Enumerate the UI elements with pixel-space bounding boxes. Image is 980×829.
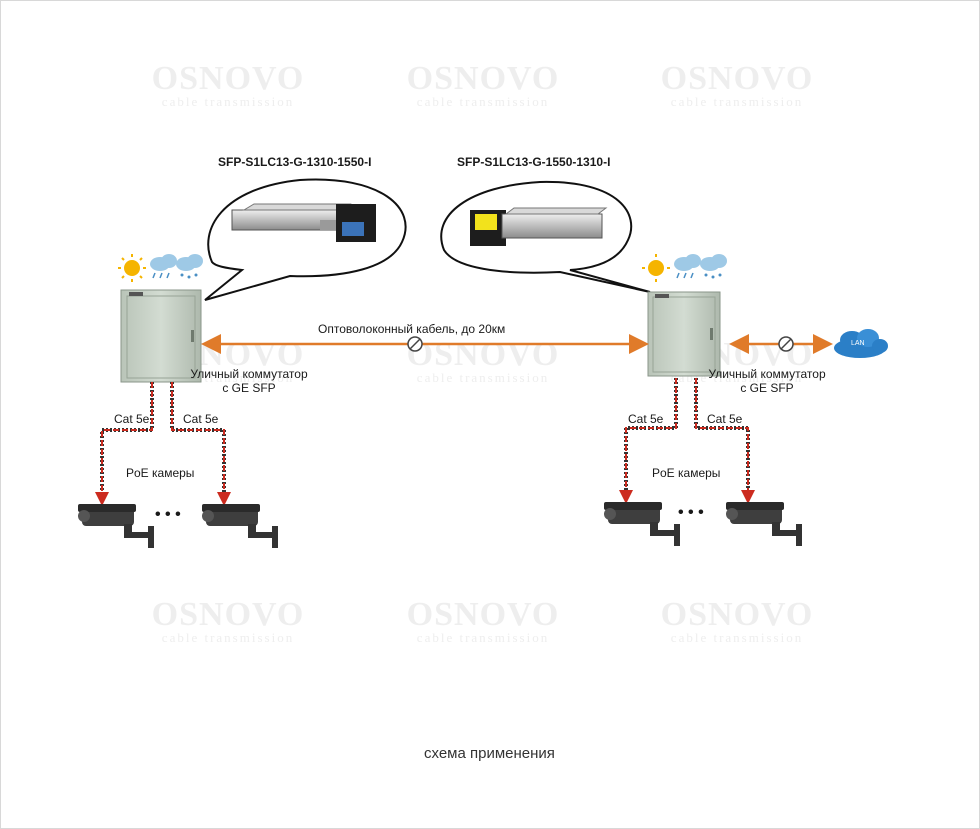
right-street-switch-cabinet <box>647 291 721 377</box>
lan-link <box>729 334 833 354</box>
fiber-link-label: Оптоволоконный кабель, до 20км <box>318 322 506 336</box>
sfp-module-image <box>231 203 376 242</box>
left-switch-label: Уличный коммутатор с GE SFP <box>184 367 314 395</box>
left-sfp-bubble <box>204 178 407 301</box>
left-cat5e-cables <box>95 382 231 506</box>
right-switch-label-line2: с GE SFP <box>740 381 794 395</box>
fiber-connector-icon <box>778 336 794 352</box>
right-switch-label-line1: Уличный коммутатор <box>708 367 826 381</box>
left-more-cameras-ellipsis: • • • <box>155 506 181 523</box>
right-sfp-model-label: SFP-S1LC13-G-1550-1310-I <box>457 155 611 169</box>
right-switch-label: Уличный коммутатор с GE SFP <box>702 367 832 395</box>
rain-cloud-icon <box>150 254 177 279</box>
snow-cloud-icon <box>700 254 727 279</box>
snow-cloud-icon <box>176 254 203 279</box>
right-more-cameras-ellipsis: • • • <box>678 504 704 521</box>
left-cable-label-2: Cat 5e <box>183 412 219 426</box>
sfp-module-image <box>470 207 608 246</box>
camera-icon <box>78 504 154 548</box>
right-cable-label-1: Cat 5e <box>628 412 664 426</box>
camera-icon <box>202 504 278 548</box>
left-sfp-model-label: SFP-S1LC13-G-1310-1550-I <box>218 155 372 169</box>
camera-icon <box>726 502 802 546</box>
left-cable-label-1: Cat 5e <box>114 412 150 426</box>
cloud-icon <box>834 329 888 358</box>
lan-label: LAN <box>851 340 865 347</box>
sun-icon <box>118 254 146 282</box>
fiber-connector-icon <box>407 336 423 352</box>
right-cat5e-cables <box>619 378 755 504</box>
right-cable-label-2: Cat 5e <box>707 412 743 426</box>
diagram-caption: схема применения <box>424 745 555 762</box>
sun-icon <box>642 254 670 282</box>
right-sfp-bubble <box>440 180 651 293</box>
camera-icon <box>604 502 680 546</box>
fiber-link <box>201 334 649 354</box>
rain-cloud-icon <box>674 254 701 279</box>
left-switch-label-line2: с GE SFP <box>222 381 276 395</box>
right-cameras-label: PoE камеры <box>652 466 721 480</box>
left-switch-label-line1: Уличный коммутатор <box>190 367 308 381</box>
left-cameras-label: PoE камеры <box>126 466 195 480</box>
